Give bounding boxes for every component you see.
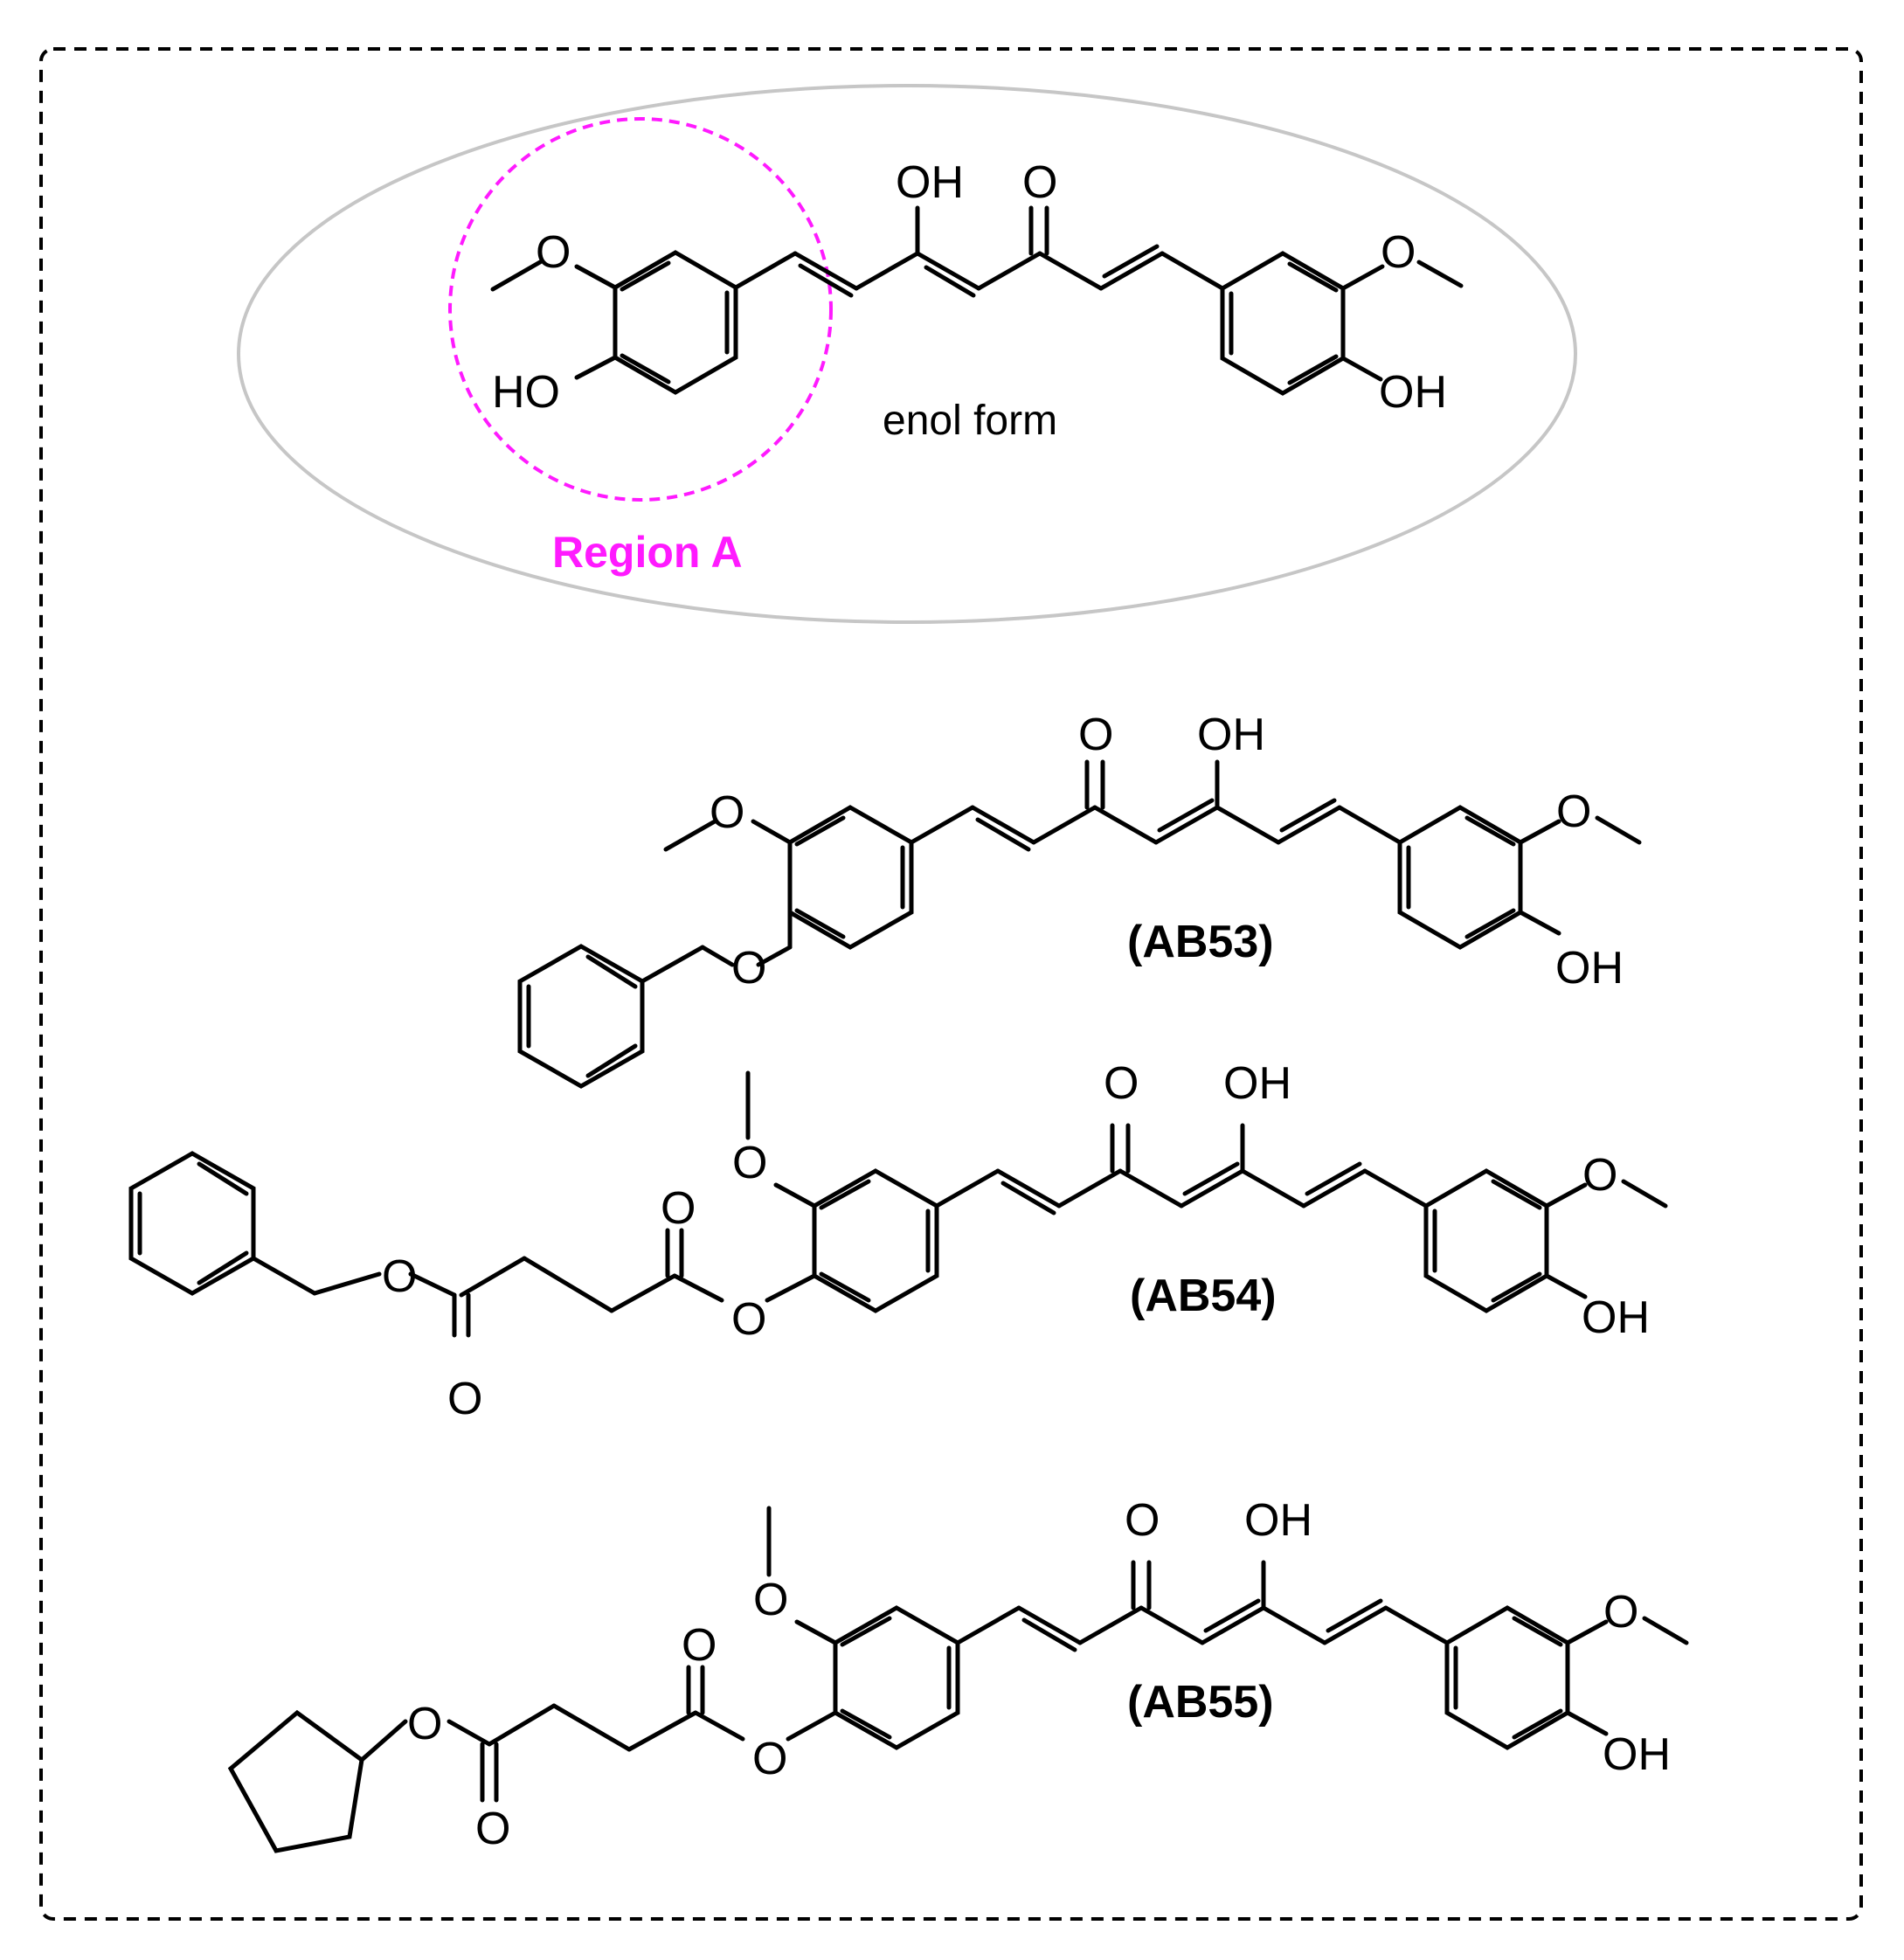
atom-o: O — [1125, 1495, 1160, 1546]
compound-ab55: O OH O O O O O O OH (AB55) — [227, 1495, 1689, 1854]
atom-o: O — [731, 1294, 766, 1345]
curcumin-bonds — [490, 205, 1464, 396]
atom-o: O — [1556, 786, 1591, 837]
atom-o: O — [1582, 1150, 1617, 1201]
atom-o: O — [536, 227, 571, 278]
atom-o: O — [753, 1575, 788, 1625]
atom-o: O — [475, 1804, 510, 1854]
atom-oh: OH — [1603, 1729, 1671, 1780]
region-a-circle — [448, 117, 833, 502]
atom-o: O — [682, 1620, 717, 1671]
highlight-ellipse — [237, 84, 1577, 624]
ab55-bonds — [227, 1506, 1689, 1853]
compound-ab53: O OH O O O OH (AB53) — [517, 710, 1642, 1089]
ab53-bonds — [517, 759, 1642, 1089]
atom-oh: OH — [1244, 1495, 1312, 1546]
compound-label-ab55: (AB55) — [1127, 1677, 1274, 1728]
atom-oh: OH — [1555, 943, 1624, 994]
atom-o: O — [1022, 157, 1057, 208]
atom-oh: OH — [896, 157, 964, 208]
ab54-bonds — [128, 1070, 1668, 1338]
enol-form-label: enol form — [883, 398, 1057, 444]
atom-oh: OH — [1223, 1058, 1291, 1109]
atom-o: O — [732, 1138, 767, 1188]
curcumin-atoms: OH O O HO O OH — [492, 157, 1447, 418]
atom-oh: OH — [1379, 367, 1447, 418]
atom-o: O — [447, 1374, 482, 1424]
ab53-atoms: O OH O O O OH — [710, 710, 1624, 994]
atom-o: O — [1603, 1587, 1638, 1638]
region-a-label: Region A — [552, 528, 743, 577]
atom-o: O — [407, 1699, 442, 1749]
curcumin-structure: OH O O HO O OH enol form Region A — [237, 84, 1577, 624]
compound-ab54: O OH O O O O O O OH (AB54) — [128, 1058, 1668, 1424]
compound-label-ab54: (AB54) — [1130, 1271, 1277, 1321]
atom-oh: OH — [1197, 710, 1265, 760]
ab54-atoms: O OH O O O O O O OH — [382, 1058, 1650, 1424]
atom-o: O — [382, 1251, 417, 1302]
ab55-atoms: O OH O O O O O O OH — [407, 1495, 1671, 1854]
compound-label-ab53: (AB53) — [1127, 917, 1274, 967]
atom-o: O — [752, 1734, 787, 1784]
atom-o: O — [1104, 1058, 1139, 1109]
atom-ho: HO — [492, 367, 560, 418]
atom-o: O — [731, 943, 766, 994]
atom-o: O — [1078, 710, 1113, 760]
dashed-frame — [39, 47, 1863, 1921]
atom-o: O — [661, 1183, 696, 1234]
atom-o: O — [1381, 227, 1416, 278]
atom-o: O — [710, 787, 744, 838]
atom-oh: OH — [1582, 1292, 1650, 1343]
